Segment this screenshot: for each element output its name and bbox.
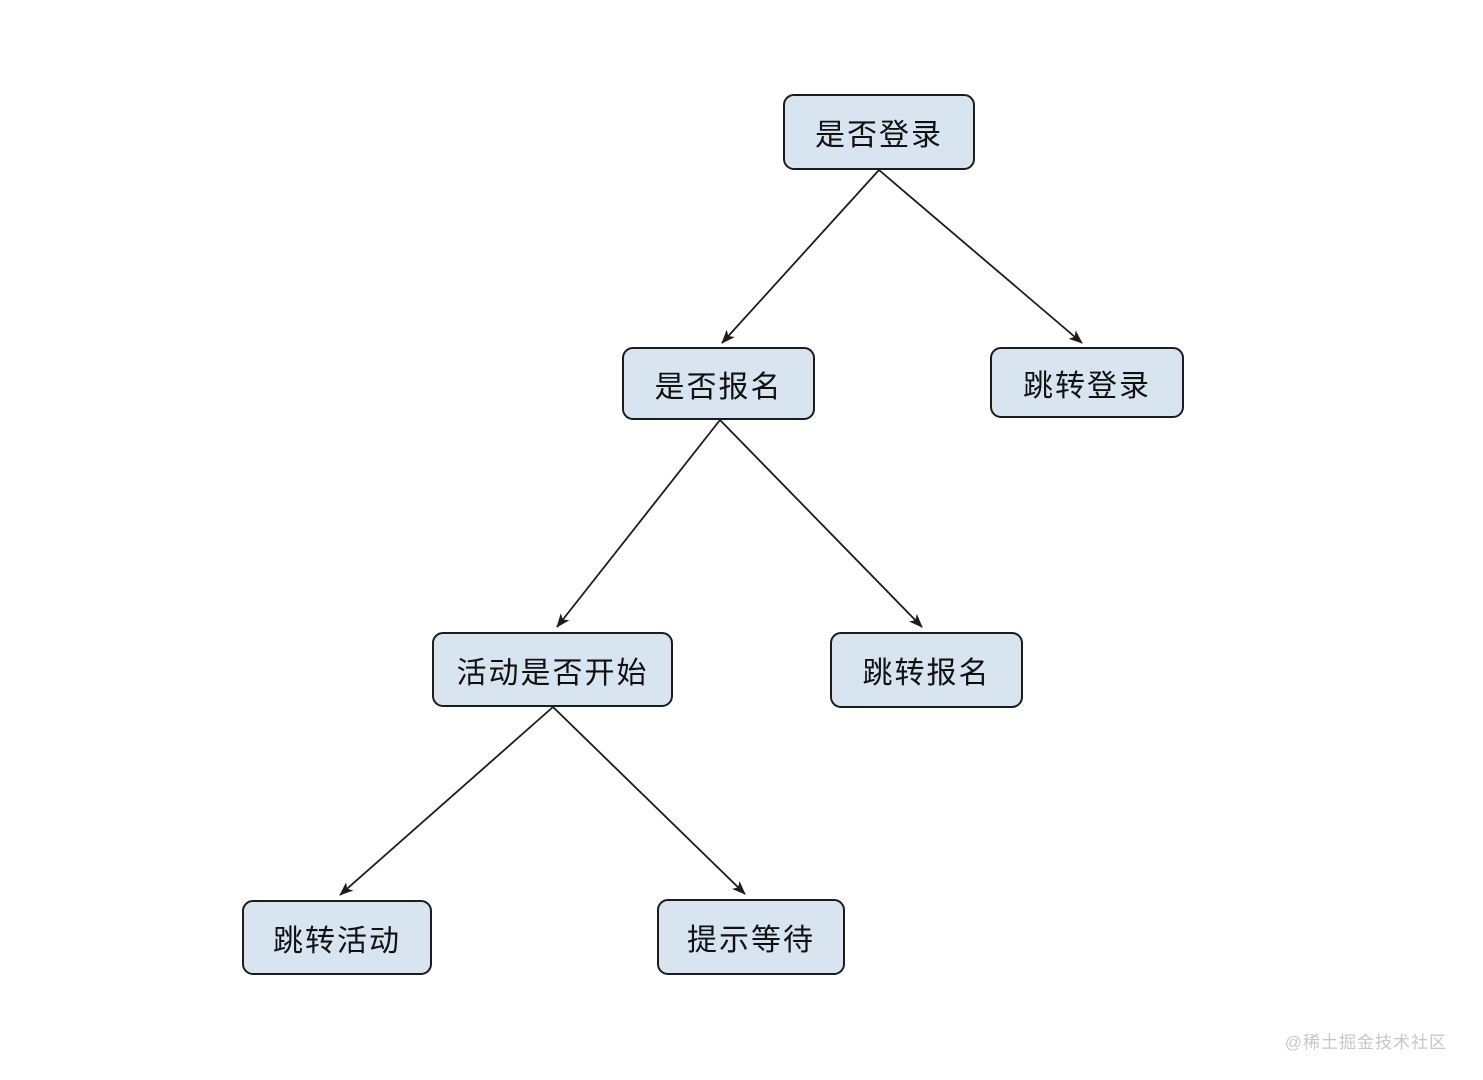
- edge-login-to-goto-login: [878, 169, 1083, 344]
- edge-activity-to-goto-activity: [339, 706, 554, 896]
- node-goto-login: 跳转登录: [990, 347, 1184, 418]
- edge-register-to-activity-check: [556, 419, 721, 628]
- edge-register-to-goto-register: [719, 419, 923, 628]
- node-goto-activity: 跳转活动: [242, 900, 432, 975]
- node-prompt-wait: 提示等待: [657, 899, 845, 975]
- node-is-activity-started: 活动是否开始: [432, 632, 673, 707]
- node-goto-register: 跳转报名: [830, 632, 1023, 708]
- node-is-logged-in: 是否登录: [783, 94, 975, 170]
- watermark: @稀土掘金技术社区: [1284, 1033, 1447, 1052]
- edge-login-to-register-check: [721, 169, 880, 344]
- edge-activity-to-prompt-wait: [552, 706, 746, 895]
- node-is-registered: 是否报名: [622, 347, 815, 420]
